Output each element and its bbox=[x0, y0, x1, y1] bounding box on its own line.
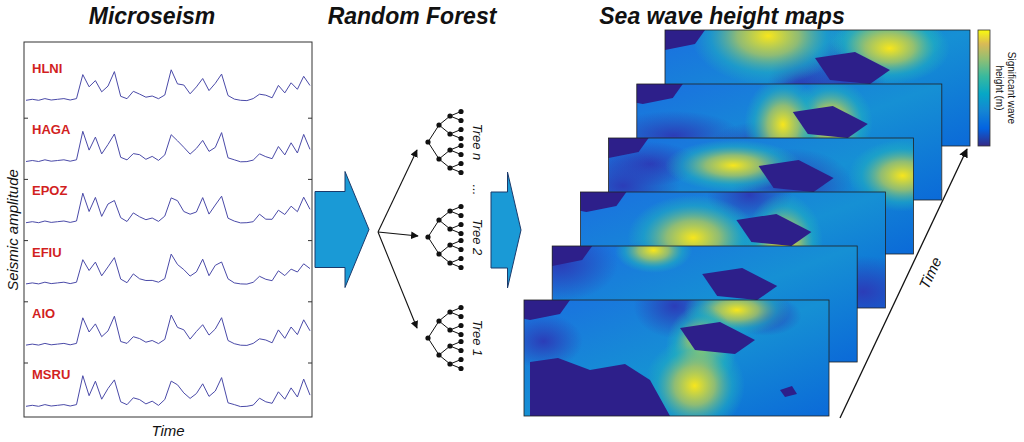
axis-label: Time bbox=[151, 422, 184, 439]
axis-tick bbox=[308, 363, 312, 364]
axis-tick bbox=[308, 301, 312, 302]
colorbar bbox=[978, 30, 990, 146]
axis-tick bbox=[24, 301, 28, 302]
station-code: AIO bbox=[32, 305, 55, 320]
axis-tick bbox=[24, 118, 28, 119]
tree-label: Tree 1 bbox=[470, 320, 485, 357]
tree-label: Tree n bbox=[470, 124, 485, 161]
block-arrow bbox=[315, 172, 369, 288]
axis-tick bbox=[308, 179, 312, 180]
seismic-traces bbox=[24, 70, 312, 407]
section-title: Microseism bbox=[89, 3, 216, 30]
map-border bbox=[524, 300, 829, 416]
time-arrow bbox=[840, 149, 967, 418]
axis-tick bbox=[24, 363, 28, 364]
forest-group: Random ForestTree nTree 2Tree 1 bbox=[372, 80, 488, 380]
wave-map bbox=[524, 300, 829, 416]
seismic-trace bbox=[26, 193, 310, 223]
tree-label: Tree 2 bbox=[470, 219, 485, 256]
tree-icon bbox=[425, 204, 463, 270]
station-code: HLNI bbox=[32, 61, 62, 76]
station-code: EPOZ bbox=[32, 183, 67, 198]
seismic-trace bbox=[26, 254, 310, 284]
station-code: HAGA bbox=[32, 122, 70, 137]
tree-icon bbox=[425, 109, 463, 175]
decision-trees bbox=[425, 109, 463, 371]
split-arrows bbox=[378, 150, 418, 328]
station-code: EFIU bbox=[32, 244, 62, 259]
block-arrow bbox=[491, 172, 521, 288]
station-code: MSRU bbox=[32, 367, 70, 382]
plot-frame bbox=[24, 42, 312, 417]
wave-maps bbox=[501, 0, 970, 434]
ellipsis-mark: ... bbox=[470, 185, 485, 196]
section-title: Sea wave height maps bbox=[599, 3, 844, 30]
axis-tick bbox=[308, 240, 312, 241]
seismic-trace bbox=[26, 70, 310, 101]
tree-icon bbox=[425, 305, 463, 371]
axis-label: Seismic amplitude bbox=[4, 169, 21, 291]
colorbar-label: Significant wave height (m) bbox=[993, 40, 1017, 136]
axis-label: Time bbox=[915, 254, 944, 291]
axis-tick bbox=[308, 118, 312, 119]
axis-tick bbox=[24, 179, 28, 180]
section-title: Random Forest bbox=[328, 3, 497, 30]
plot-panel: MicroseismHLNIHAGAEPOZEFIUAIOMSRU bbox=[24, 42, 312, 417]
axis-tick bbox=[24, 240, 28, 241]
seismic-trace bbox=[26, 315, 310, 345]
map-stack: Sea wave height maps bbox=[524, 22, 970, 418]
